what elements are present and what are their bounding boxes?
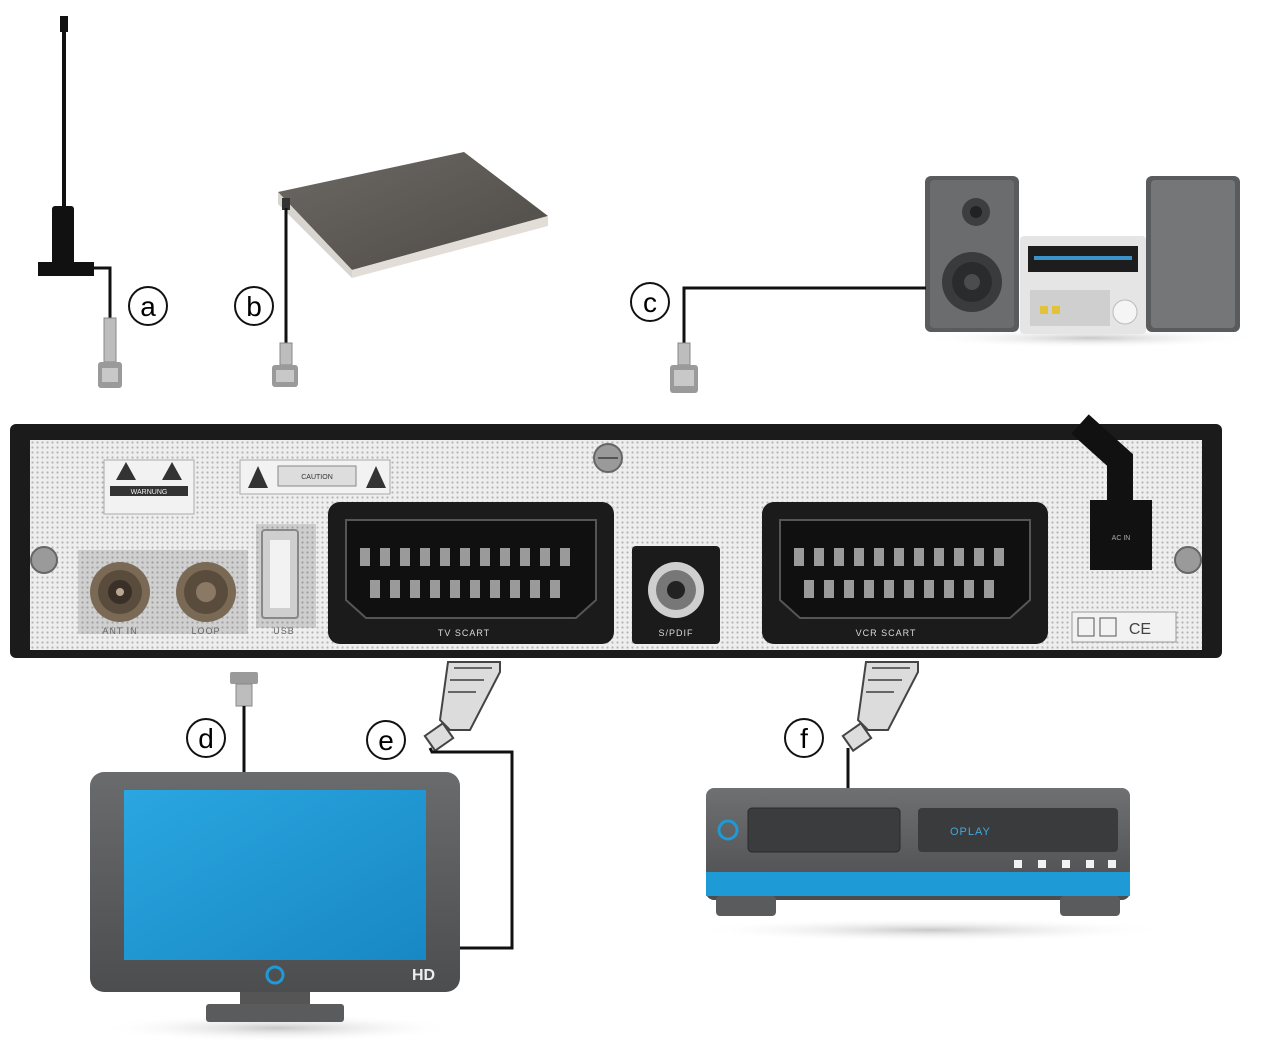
scart-pin — [884, 580, 894, 598]
scart-pin — [974, 548, 984, 566]
scart-pin — [470, 580, 480, 598]
callout-e: e — [366, 720, 406, 760]
scart-pin — [954, 548, 964, 566]
scart-pin — [390, 580, 400, 598]
scart-pin — [380, 548, 390, 566]
scart-pin — [480, 548, 490, 566]
usb-label: USB — [273, 626, 295, 636]
scart-pin — [854, 548, 864, 566]
scart-pin — [894, 548, 904, 566]
callout-d: d — [186, 718, 226, 758]
scart-pin — [934, 548, 944, 566]
scart-pin — [944, 580, 954, 598]
usb-hard-drive — [278, 152, 548, 345]
callout-d-label: d — [198, 723, 214, 754]
caution-text: CAUTION — [301, 474, 333, 481]
scart-pin — [844, 580, 854, 598]
callout-a: a — [128, 286, 168, 326]
ce-mark: CE — [1071, 611, 1177, 643]
scart-pin — [370, 580, 380, 598]
ce-text: CE — [1129, 621, 1151, 638]
scart-pin — [450, 580, 460, 598]
scart-pin — [814, 548, 824, 566]
plug-b — [272, 342, 298, 387]
scart-pin — [530, 580, 540, 598]
scart-pin — [560, 548, 570, 566]
scart-pin — [864, 580, 874, 598]
callout-c: c — [630, 282, 670, 322]
callout-f: f — [784, 718, 824, 758]
receiver-rear-panel: WARNUNG CAUTION ANT IN LOOP — [10, 414, 1222, 658]
recorder: OPLAY — [690, 788, 1170, 942]
loop-label: LOOP — [191, 626, 220, 636]
recorder-display-text: OPLAY — [950, 826, 991, 838]
spdif-label: S/PDIF — [658, 628, 693, 638]
tv-hd-badge: HD — [412, 967, 435, 984]
power-cable: AC IN — [1071, 414, 1152, 570]
scart-pin — [804, 580, 814, 598]
ac-in-label: AC IN — [1112, 535, 1131, 542]
scart-pin — [420, 548, 430, 566]
plug-a — [98, 317, 122, 388]
scart-pin — [794, 548, 804, 566]
warning-label-left: WARNUNG — [103, 459, 195, 515]
scart-pin — [440, 548, 450, 566]
loop-port: LOOP — [176, 562, 236, 636]
scart-pin — [914, 548, 924, 566]
scart-pin — [510, 580, 520, 598]
television: HD — [90, 772, 460, 1042]
scart-pin — [924, 580, 934, 598]
callout-a-label: a — [140, 291, 156, 322]
plug-c — [670, 342, 698, 393]
tv-scart-label: TV SCART — [438, 628, 490, 638]
scart-pin — [874, 548, 884, 566]
usb-port: USB — [256, 524, 316, 636]
scart-pin — [520, 548, 530, 566]
vcr-scart-label: VCR SCART — [856, 628, 917, 638]
antenna — [38, 16, 112, 320]
scart-pin — [964, 580, 974, 598]
scart-pin — [984, 580, 994, 598]
scart-pin — [430, 580, 440, 598]
scart-pin — [460, 548, 470, 566]
vcr-scart-port: VCR SCART — [762, 502, 1048, 644]
scart-pin — [550, 580, 560, 598]
scart-pin — [500, 548, 510, 566]
scart-pin — [360, 548, 370, 566]
scart-pin — [904, 580, 914, 598]
scart-pin — [824, 580, 834, 598]
caution-label: CAUTION — [239, 459, 391, 495]
scart-pin — [834, 548, 844, 566]
warning-text: WARNUNG — [131, 489, 168, 496]
callout-b: b — [234, 286, 274, 326]
scart-pin — [540, 548, 550, 566]
hifi-system — [682, 176, 1260, 348]
scart-cable-e — [423, 661, 514, 950]
scart-pin — [490, 580, 500, 598]
callout-e-label: e — [378, 725, 394, 756]
scart-pin — [994, 548, 1004, 566]
scart-pin — [410, 580, 420, 598]
tv-scart-port: TV SCART — [328, 502, 614, 644]
plug-d — [230, 672, 258, 772]
spdif-port: S/PDIF — [632, 546, 720, 644]
callout-f-label: f — [800, 723, 808, 754]
callout-c-label: c — [643, 287, 657, 318]
scart-cable-f — [841, 661, 919, 788]
ant-in-label: ANT IN — [102, 626, 137, 636]
scart-pin — [400, 548, 410, 566]
callout-b-label: b — [246, 291, 262, 322]
